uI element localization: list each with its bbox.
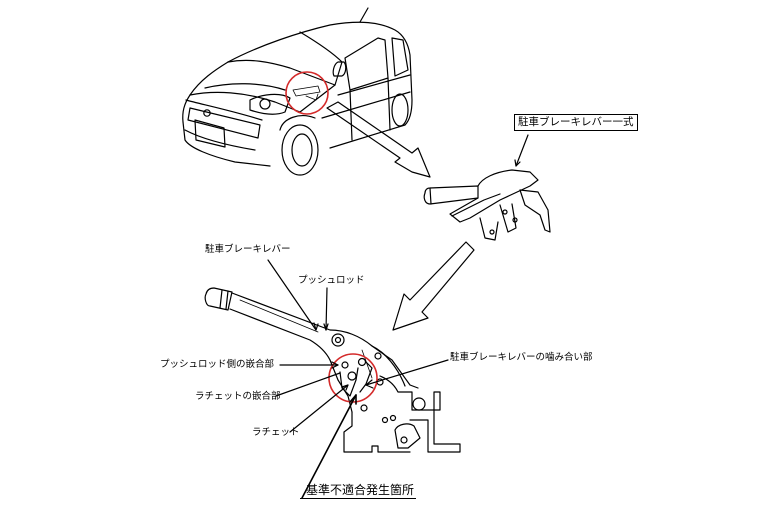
assembly-illustration: [423, 134, 551, 241]
leader-ratchet: [289, 384, 349, 433]
label-ratchet: ラチェット: [252, 427, 300, 438]
label-parking-brake-lever: 駐車ブレーキレバー: [205, 244, 291, 255]
leader-lever-mesh: [365, 359, 449, 386]
label-lever-mesh: 駐車ブレーキレバーの噛み合い部: [450, 352, 593, 363]
detail-lever-illustration: [204, 287, 461, 453]
label-defect-location: 基準不適合発生箇所: [300, 484, 417, 499]
label-push-rod-engagement: プッシュロッド側の嵌合部: [160, 359, 275, 370]
car-illustration: [182, 7, 413, 176]
label-ratchet-engagement: ラチェットの嵌合部: [195, 391, 281, 402]
leader-parking-brake-lever: [267, 259, 317, 331]
label-push-rod: プッシュロッド: [298, 275, 365, 286]
leader-push-rod: [325, 287, 328, 331]
leader-ratchet-engagement: [275, 372, 341, 397]
arrow-car-to-assembly: [326, 101, 431, 178]
car-highlight-circle: [285, 71, 329, 115]
label-assembly: 駐車ブレーキレバー一式: [514, 114, 638, 131]
arrow-assembly-to-detail: [392, 241, 475, 331]
leader-defect-location: [301, 394, 357, 499]
